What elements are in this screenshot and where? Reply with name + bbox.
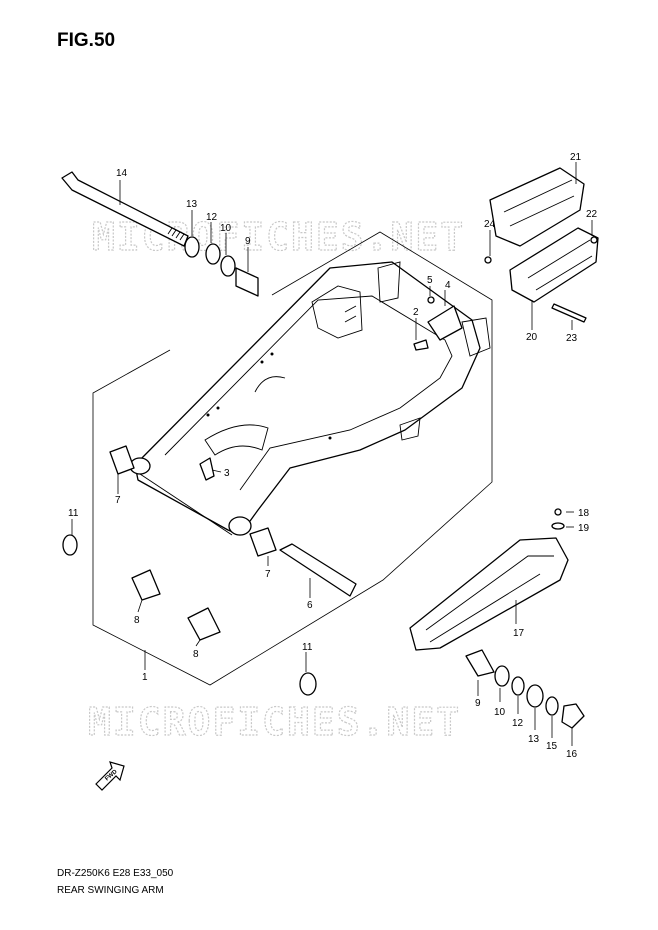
nut-5: [427, 296, 435, 304]
watermark-bottom: MICROFICHES.NET: [88, 700, 461, 744]
bearing-8-right: [187, 607, 221, 641]
callout-2: 2: [413, 307, 419, 318]
callout-11-right: 11: [302, 642, 313, 653]
figure-title: FIG.50: [57, 30, 116, 51]
chain-guide: [484, 167, 599, 323]
callout-16: 16: [566, 749, 578, 760]
callout-3: 3: [224, 468, 230, 479]
callout-4: 4: [445, 280, 451, 291]
bushing-7-right: [249, 527, 277, 557]
callout-15: 15: [546, 741, 558, 752]
swing-arm: [129, 261, 491, 536]
pivot-shaft: [61, 171, 189, 247]
callout-8-left: 8: [134, 615, 140, 626]
bearing-8-left: [131, 569, 161, 601]
nut-16: [561, 703, 585, 729]
seal-10-upper: [220, 255, 236, 277]
spacer-9-upper: [235, 267, 259, 297]
callout-9-lower: 9: [475, 698, 481, 709]
diagram-code: DR-Z250K6 E28 E33_050: [57, 868, 174, 879]
callout-12-lower: 12: [512, 718, 524, 729]
callout-6: 6: [307, 600, 313, 611]
bolt-2: [413, 339, 429, 351]
washer-12-upper: [205, 243, 221, 265]
callout-21: 21: [570, 152, 582, 163]
callout-7-right: 7: [265, 569, 271, 580]
leader-lines: [71, 162, 593, 746]
nut-13-lower: [526, 684, 544, 708]
callout-18: 18: [578, 508, 590, 519]
callout-11-left: 11: [68, 508, 79, 519]
callout-5: 5: [427, 275, 433, 286]
arrow-fwd-icon: FWD: [95, 761, 125, 791]
assembly-frame: [92, 231, 493, 686]
seal-11-right: [299, 672, 317, 696]
callout-10-upper: 10: [220, 223, 232, 234]
callout-22: 22: [586, 209, 598, 220]
bracket-4: [427, 305, 463, 341]
callout-17: 17: [513, 628, 525, 639]
chain-buffer: [409, 537, 569, 651]
callout-13-upper: 13: [186, 199, 198, 210]
washer-12-lower: [511, 676, 525, 696]
seal-11-left: [62, 534, 78, 556]
callout-12-upper: 12: [206, 212, 218, 223]
spacer-9-lower: [465, 649, 495, 677]
callout-8-right: 8: [193, 649, 199, 660]
callout-9-upper: 9: [245, 236, 251, 247]
callout-7-left: 7: [115, 495, 121, 506]
spacer-6: [279, 543, 357, 597]
callout-20: 20: [526, 332, 538, 343]
nut-13-upper: [184, 236, 200, 258]
callout-24: 24: [484, 219, 496, 230]
washer-19: [551, 522, 565, 530]
callout-13-lower: 13: [528, 734, 540, 745]
seal-10-lower: [494, 665, 510, 687]
washer-15: [545, 696, 559, 716]
callout-19: 19: [578, 523, 590, 534]
callout-23: 23: [566, 333, 578, 344]
callout-1: 1: [142, 672, 148, 683]
callout-14: 14: [116, 168, 128, 179]
diagram-caption: REAR SWINGING ARM: [57, 885, 164, 896]
grease-nipple: [199, 457, 215, 481]
callout-10-lower: 10: [494, 707, 506, 718]
bolt-18: [554, 508, 562, 516]
bushing-7-left: [109, 445, 135, 475]
